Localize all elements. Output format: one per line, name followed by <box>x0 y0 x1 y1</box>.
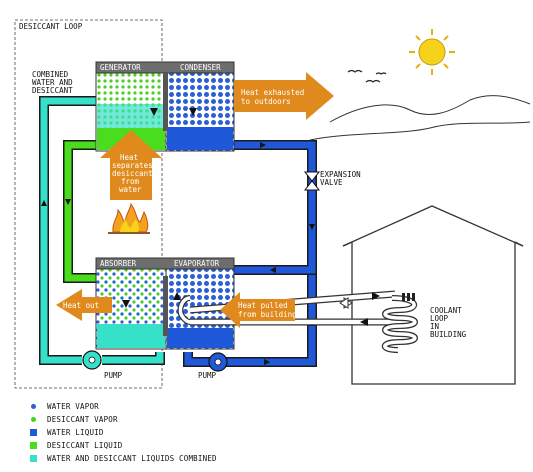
heat-separates-line3: desiccant <box>112 169 153 178</box>
heat-separates-line5: water <box>119 185 142 194</box>
hills <box>309 95 531 141</box>
legend-label: DESICCANT LIQUID <box>47 441 123 450</box>
heat-pulled-label-line1: Heat pulled <box>238 301 288 310</box>
flame-icon <box>108 202 150 234</box>
generator-label: GENERATOR <box>100 63 141 72</box>
heat-separates-line4: from <box>121 177 140 186</box>
legend-item: DESICCANT LIQUID <box>28 439 217 452</box>
generator-condenser-unit <box>95 61 235 152</box>
legend-label: WATER LIQUID <box>47 428 104 437</box>
heat-pulled-arrow <box>220 292 295 328</box>
heat-pulled-label-line2: from building <box>238 310 297 319</box>
evaporator-liquid <box>167 328 233 348</box>
coolant-label-line1: COOLANT <box>430 306 462 315</box>
pump-right-label: PUMP <box>198 371 217 380</box>
legend-item: WATER LIQUID <box>28 426 217 439</box>
fan-coil-icon <box>402 293 415 301</box>
heat-out-label: Heat out <box>63 301 99 310</box>
expansion-valve <box>303 171 321 191</box>
legend-label: WATER VAPOR <box>47 402 99 411</box>
heat-separates-arrow <box>100 130 162 200</box>
legend-item: DESICCANT VAPOR <box>28 413 217 426</box>
condenser-label: CONDENSER <box>180 63 221 72</box>
legend-square-swatch <box>28 455 38 462</box>
evaporator-label: EVAPORATOR <box>174 259 220 268</box>
condenser-liquid <box>167 127 233 150</box>
heat-exhausted-label-line2: to outdoors <box>241 97 291 106</box>
sun-icon <box>409 29 455 75</box>
legend-dot-swatch <box>28 404 38 409</box>
combined-label-line3: DESICCANT <box>32 86 73 95</box>
absorber-liquid <box>97 324 165 348</box>
legend-label: WATER AND DESICCANT LIQUIDS COMBINED <box>47 454 217 463</box>
desiccant-loop-boundary <box>14 19 163 389</box>
coolant-label-line4: BUILDING <box>430 330 467 339</box>
expansion-valve-label-line1: EXPANSION <box>320 170 361 179</box>
birds-icon <box>347 69 387 83</box>
pump-left-label: PUMP <box>104 371 123 380</box>
pump-left <box>82 350 102 370</box>
desiccant-pipe <box>63 140 97 283</box>
expansion-valve-label-line2: VALVE <box>320 178 343 187</box>
legend-item: WATER AND DESICCANT LIQUIDS COMBINED <box>28 452 217 465</box>
legend-item: WATER VAPOR <box>28 400 217 413</box>
absorber-label: ABSORBER <box>100 259 137 268</box>
heat-separates-line1: Heat <box>120 153 138 162</box>
house-outline <box>342 205 524 385</box>
legend: WATER VAPOR DESICCANT VAPOR WATER LIQUID DE… <box>28 400 217 465</box>
coolant-label-line3: IN <box>430 322 439 331</box>
desiccant-loop-label: DESICCANT LOOP <box>19 22 83 31</box>
pump-right <box>208 352 228 372</box>
legend-square-swatch <box>28 429 38 436</box>
heat-exhausted-label-line1: Heat exhausted <box>241 88 304 97</box>
combined-pipe <box>39 96 165 365</box>
combined-label-line2: WATER AND <box>32 78 73 87</box>
heat-separates-line2: separates <box>112 161 153 170</box>
heat-exhausted-arrow <box>234 72 334 120</box>
absorber-evaporator-unit <box>95 257 235 350</box>
heat-out-arrow <box>56 289 112 321</box>
legend-label: DESICCANT VAPOR <box>47 415 118 424</box>
legend-square-swatch <box>28 442 38 449</box>
coolant-label-line2: LOOP <box>430 314 449 323</box>
combined-label-line1: COMBINED <box>32 70 69 79</box>
legend-dot-swatch <box>28 417 38 422</box>
